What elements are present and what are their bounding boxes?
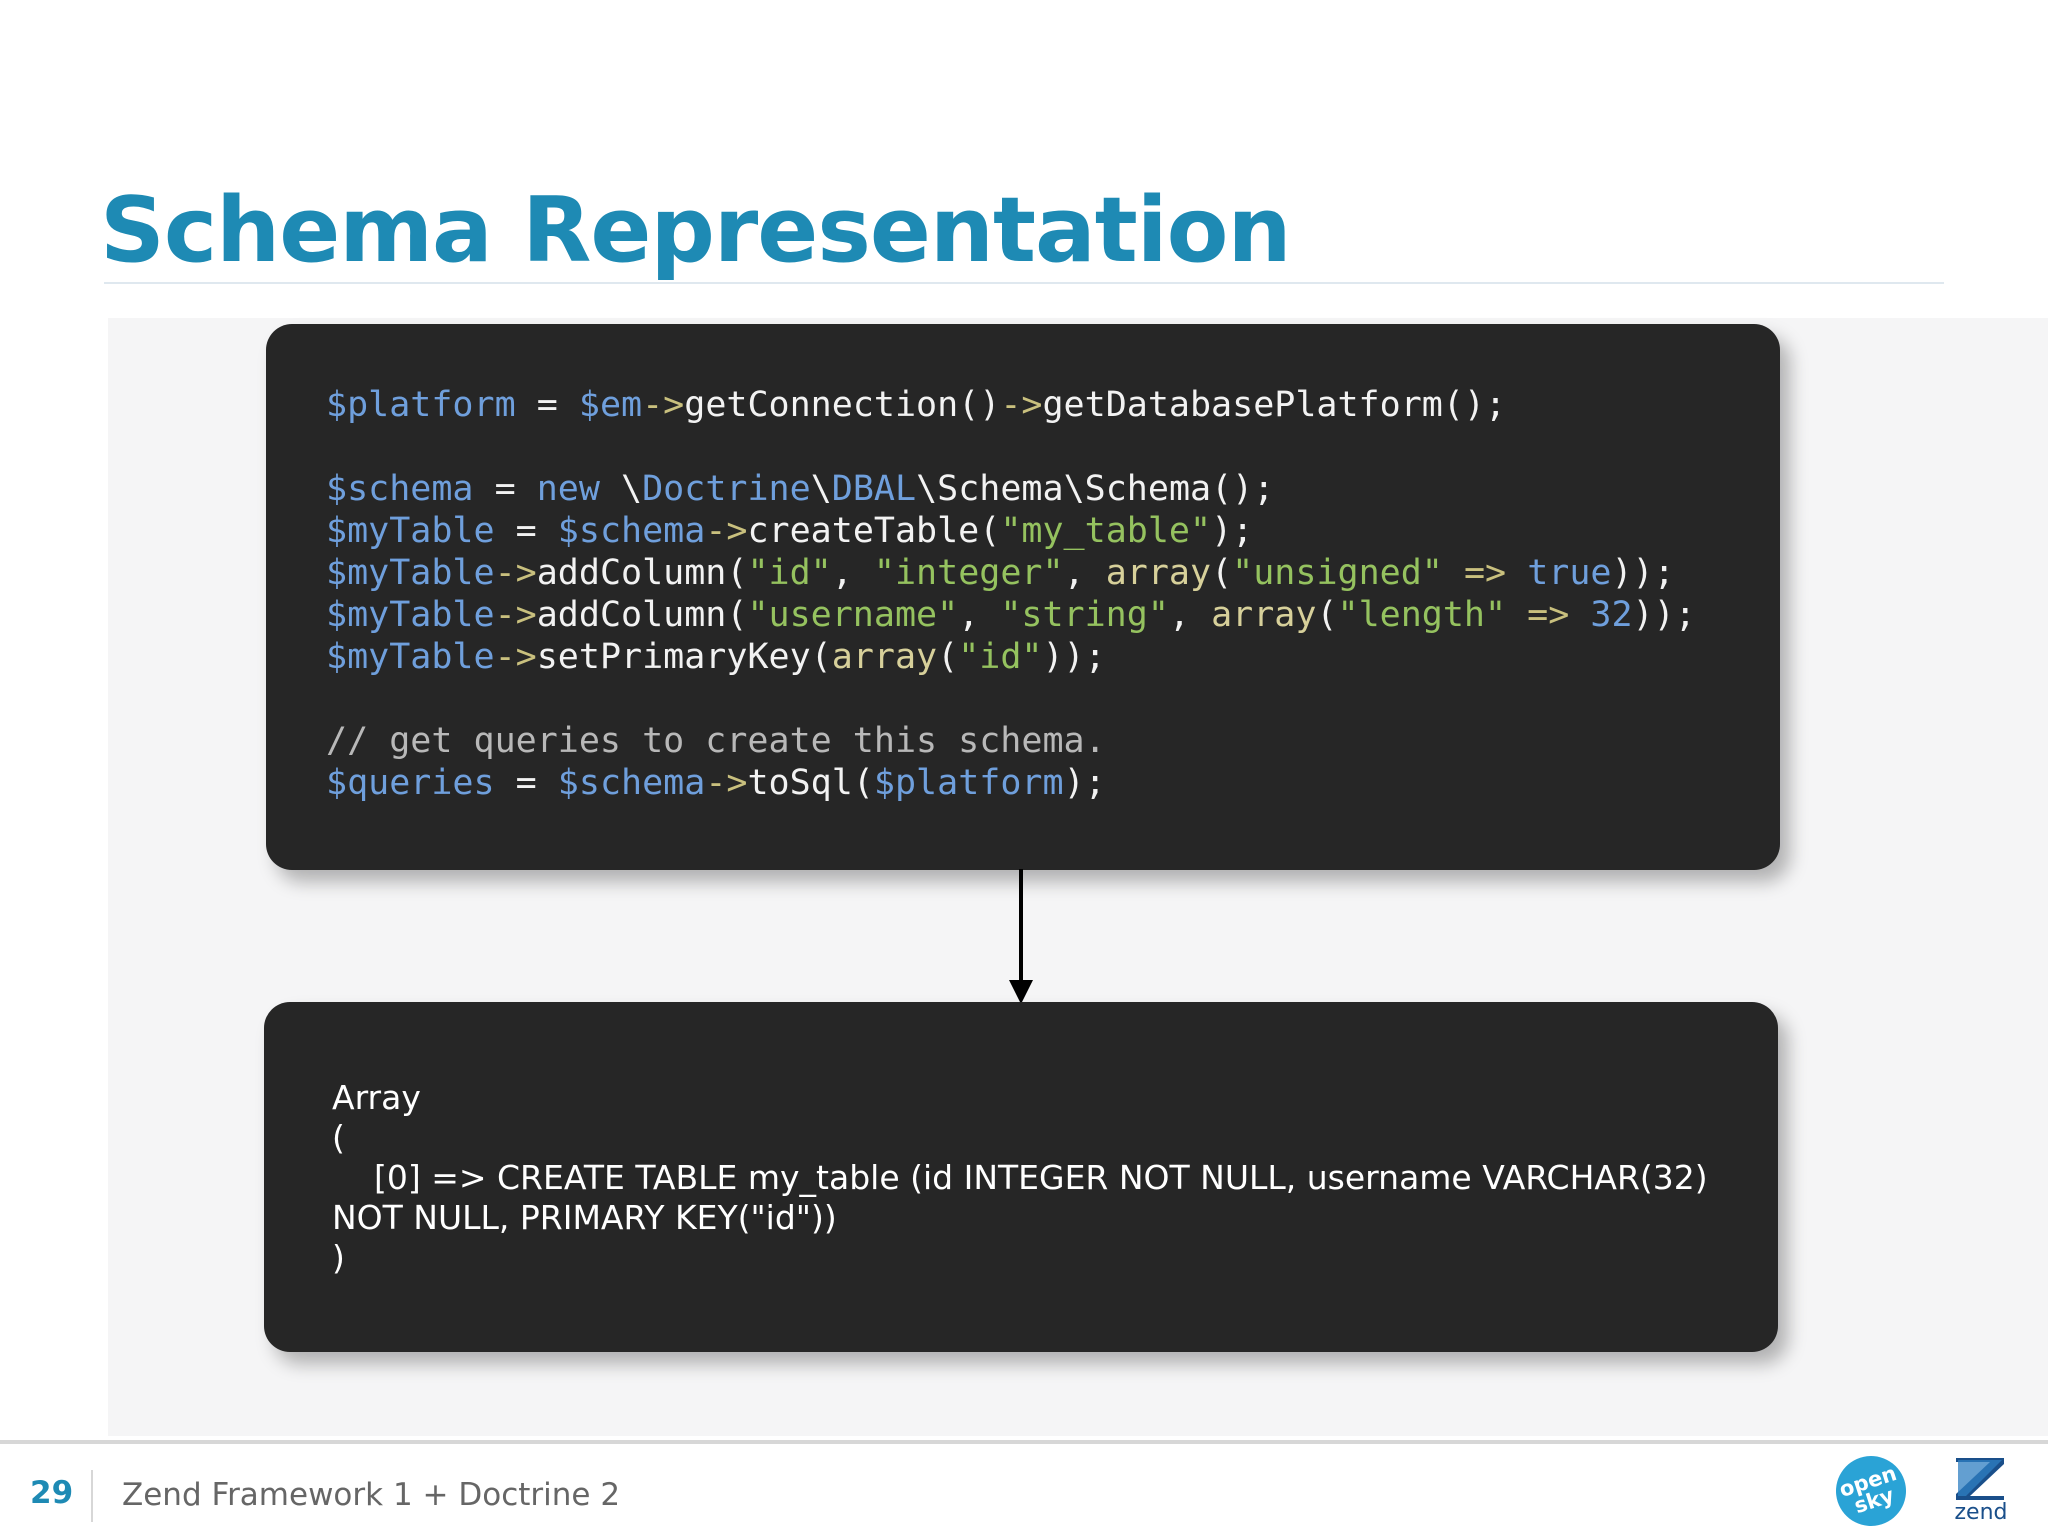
- output-line: ): [332, 1238, 345, 1277]
- code-line: $queries = $schema->toSql($platform);: [326, 763, 1106, 803]
- php-code-block: $platform = $em->getConnection()->getDat…: [326, 384, 1696, 804]
- flow-arrow-head: [1009, 980, 1033, 1004]
- zend-logo-text: zend: [1954, 1500, 2008, 1525]
- opensky-logo-text: open sky: [1836, 1461, 1900, 1519]
- output-line: [0] => CREATE TABLE my_table (id INTEGER…: [332, 1158, 1719, 1237]
- title-divider: [104, 282, 1944, 284]
- page-number: 29: [30, 1475, 74, 1511]
- sql-output-block: Array ( [0] => CREATE TABLE my_table (id…: [332, 1078, 1712, 1278]
- output-line: Array: [332, 1078, 421, 1117]
- footer-separator: [91, 1470, 93, 1522]
- code-line: $myTable->addColumn("id", "integer", arr…: [326, 553, 1675, 593]
- code-line: $schema = new \Doctrine\DBAL\Schema\Sche…: [326, 469, 1275, 509]
- opensky-logo: open sky: [1826, 1446, 1916, 1536]
- flow-arrow-line: [1019, 869, 1023, 989]
- output-line: (: [332, 1118, 345, 1157]
- code-line: $platform = $em->getConnection()->getDat…: [326, 385, 1507, 425]
- code-line: $myTable = $schema->createTable("my_tabl…: [326, 511, 1254, 551]
- code-panel: $platform = $em->getConnection()->getDat…: [266, 324, 1780, 870]
- output-panel: Array ( [0] => CREATE TABLE my_table (id…: [264, 1002, 1778, 1352]
- code-line: $myTable->addColumn("username", "string"…: [326, 595, 1696, 635]
- zend-logo-mark: [1956, 1458, 2004, 1500]
- code-line: // get queries to create this schema.: [326, 721, 1106, 761]
- zend-logo: zend: [1946, 1456, 2016, 1532]
- footer-title: Zend Framework 1 + Doctrine 2: [122, 1477, 621, 1513]
- slide-title: Schema Representation: [100, 178, 1292, 283]
- code-line: $myTable->setPrimaryKey(array("id"));: [326, 637, 1106, 677]
- footer-divider: [0, 1440, 2048, 1444]
